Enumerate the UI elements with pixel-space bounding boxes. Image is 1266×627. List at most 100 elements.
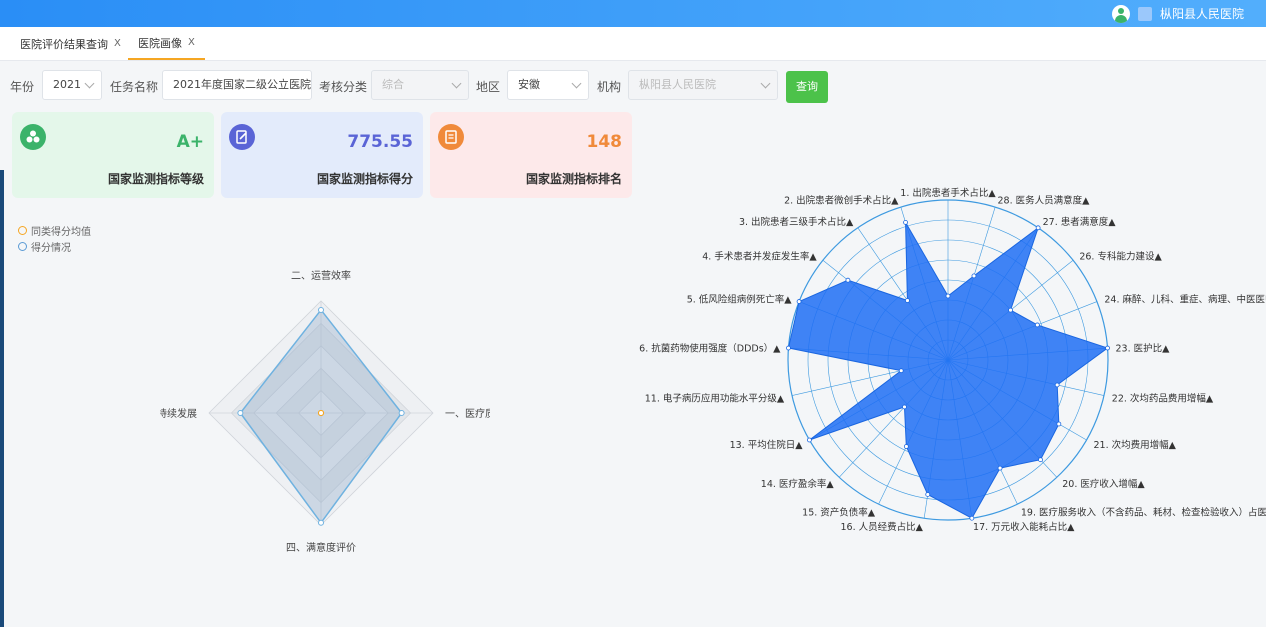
- chart-legend: 同类得分均值 得分情况: [18, 222, 91, 254]
- grade-value: A+: [176, 132, 204, 152]
- grade-card: A+ 国家监测指标等级: [12, 112, 214, 198]
- sidebar-edge: [0, 170, 4, 627]
- axis-label: 四、满意度评价: [286, 541, 356, 554]
- axis-label: 二、运营效率: [291, 269, 351, 282]
- legend-label: 得分情况: [31, 242, 71, 254]
- tab-label: 医院画像: [138, 36, 182, 50]
- category-label: 考核分类: [319, 80, 368, 94]
- series-score-point: [903, 444, 909, 449]
- series-score-point: [945, 293, 951, 299]
- series-score-point: [1008, 307, 1013, 313]
- axis-label: 26. 专科能力建设▲: [1079, 250, 1162, 262]
- task-value: 2021年度国家二级公立医院: [173, 78, 311, 91]
- hospital-name: 枞阳县人民医院: [1159, 7, 1244, 21]
- series-score-area: [239, 308, 403, 525]
- axis-label: 16. 人员经费占比▲: [841, 521, 924, 533]
- year-value: 2021: [53, 78, 81, 91]
- series-score-point: [1054, 382, 1060, 388]
- task-label: 任务名称: [110, 80, 159, 94]
- filter-bar: 年份 2021 任务名称 2021年度国家二级公立医院 考核分类 综合 地区 安…: [0, 68, 1266, 106]
- axis-label: 21. 次均费用增幅▲: [1093, 439, 1176, 451]
- series-score-point: [905, 298, 910, 303]
- year-select[interactable]: 2021: [42, 70, 102, 100]
- series-score-point: [903, 219, 908, 225]
- grade-caption: 国家监测指标等级: [107, 172, 204, 186]
- series-average-point: [318, 410, 324, 416]
- series-score-point: [796, 299, 802, 304]
- score-card: 775.55 国家监测指标得分: [221, 112, 423, 198]
- series-score-point: [786, 345, 791, 351]
- legend-item-score[interactable]: 得分情况: [18, 238, 91, 254]
- score-value: 775.55: [347, 132, 413, 152]
- series-score-point: [318, 519, 324, 526]
- axis-label: 5. 低风险组病例死亡率▲: [687, 294, 793, 306]
- score-caption: 国家监测指标得分: [316, 172, 413, 186]
- axis-label: 24. 麻醉、儿科、重症、病理、中医医师占比▲: [1104, 294, 1266, 306]
- rank-caption: 国家监测指标排名: [525, 172, 622, 186]
- rank-value: 148: [586, 132, 623, 152]
- series-score-point: [1105, 345, 1110, 351]
- axis-label: 6. 抗菌药物使用强度（DDDs）▲: [639, 342, 781, 354]
- org-label: 机构: [597, 80, 622, 94]
- avatar: [1111, 4, 1130, 23]
- axis-label: 14. 医疗盈余率▲: [761, 478, 835, 490]
- chevron-down-icon: [84, 78, 95, 89]
- category-value: 综合: [382, 78, 404, 91]
- region-label: 地区: [476, 80, 501, 94]
- axis-label: 2. 出院患者微创手术占比▲: [784, 194, 899, 206]
- indicator-radar-chart: 1. 出院患者手术占比▲28. 医务人员满意度▲ 27. 患者满意度▲ 26. 专科…: [639, 187, 1266, 533]
- legend-marker: [18, 225, 27, 235]
- axis-label: 23. 医护比▲: [1116, 342, 1171, 354]
- series-score-point: [925, 492, 931, 497]
- tab-evaluation-query[interactable]: 医院评价结果查询 X: [10, 27, 131, 60]
- series-score-point: [807, 437, 812, 443]
- year-label: 年份: [10, 80, 35, 94]
- axis-label: 4. 手术患者并发症发生率▲: [702, 250, 817, 262]
- series-score-point: [969, 515, 975, 521]
- region-value: 安徽: [518, 78, 540, 91]
- tab-bar: 医院评价结果查询 X 医院画像 X: [0, 27, 1266, 61]
- chevron-down-icon: [760, 78, 771, 89]
- axis-label: 15. 资产负债率▲: [802, 506, 876, 518]
- series-score-point: [1035, 225, 1041, 231]
- series-score-area: [787, 222, 1109, 519]
- user-info[interactable]: 枞阳县人民医院: [1111, 0, 1244, 27]
- series-score-point: [1056, 421, 1062, 427]
- tab-hospital-profile[interactable]: 医院画像 X: [128, 27, 205, 60]
- org-value: 枞阳县人民医院: [639, 78, 716, 91]
- rank-card: 148 国家监测指标排名: [430, 112, 632, 198]
- axis-label: 27. 患者满意度▲: [1043, 216, 1117, 228]
- axis-label: 一、医疗质量: [445, 407, 490, 420]
- series-score-point: [1038, 457, 1043, 463]
- series-score-point: [1034, 322, 1040, 328]
- legend-marker: [18, 241, 27, 251]
- close-icon[interactable]: X: [114, 38, 121, 49]
- legend-label: 同类得分均值: [31, 226, 91, 238]
- close-icon[interactable]: X: [188, 37, 195, 48]
- axis-label: 22. 次均药品费用增幅▲: [1112, 392, 1214, 404]
- edit-icon: [229, 124, 255, 150]
- series-score-point: [845, 277, 851, 283]
- axis-label: 28. 医务人员满意度▲: [998, 194, 1091, 206]
- chevron-down-icon: [571, 78, 582, 89]
- axis-label: 17. 万元收入能耗占比▲: [973, 521, 1075, 533]
- org-select[interactable]: 枞阳县人民医院: [628, 70, 778, 100]
- axis-label: 三、持续发展: [160, 407, 197, 420]
- region-select[interactable]: 安徽: [507, 70, 589, 100]
- axis-label: 1. 出院患者手术占比▲: [900, 187, 996, 199]
- top-bar: 枞阳县人民医院: [0, 0, 1266, 27]
- chevron-down-icon: [451, 78, 462, 89]
- legend-item-average[interactable]: 同类得分均值: [18, 222, 91, 238]
- axis-label: 13. 平均住院日▲: [730, 439, 804, 451]
- query-button[interactable]: 查询: [786, 71, 828, 103]
- series-score-point: [898, 368, 904, 374]
- category-select[interactable]: 综合: [371, 70, 469, 100]
- axis-label: 20. 医疗收入增幅▲: [1062, 478, 1145, 490]
- user-badge: [1137, 6, 1152, 21]
- axis-label: 11. 电子病历应用功能水平分级▲: [645, 392, 785, 404]
- series-score-point: [318, 306, 324, 313]
- document-icon: [438, 124, 464, 150]
- axis-label: 3. 出院患者三级手术占比▲: [739, 216, 854, 228]
- task-select[interactable]: 2021年度国家二级公立医院: [162, 70, 312, 100]
